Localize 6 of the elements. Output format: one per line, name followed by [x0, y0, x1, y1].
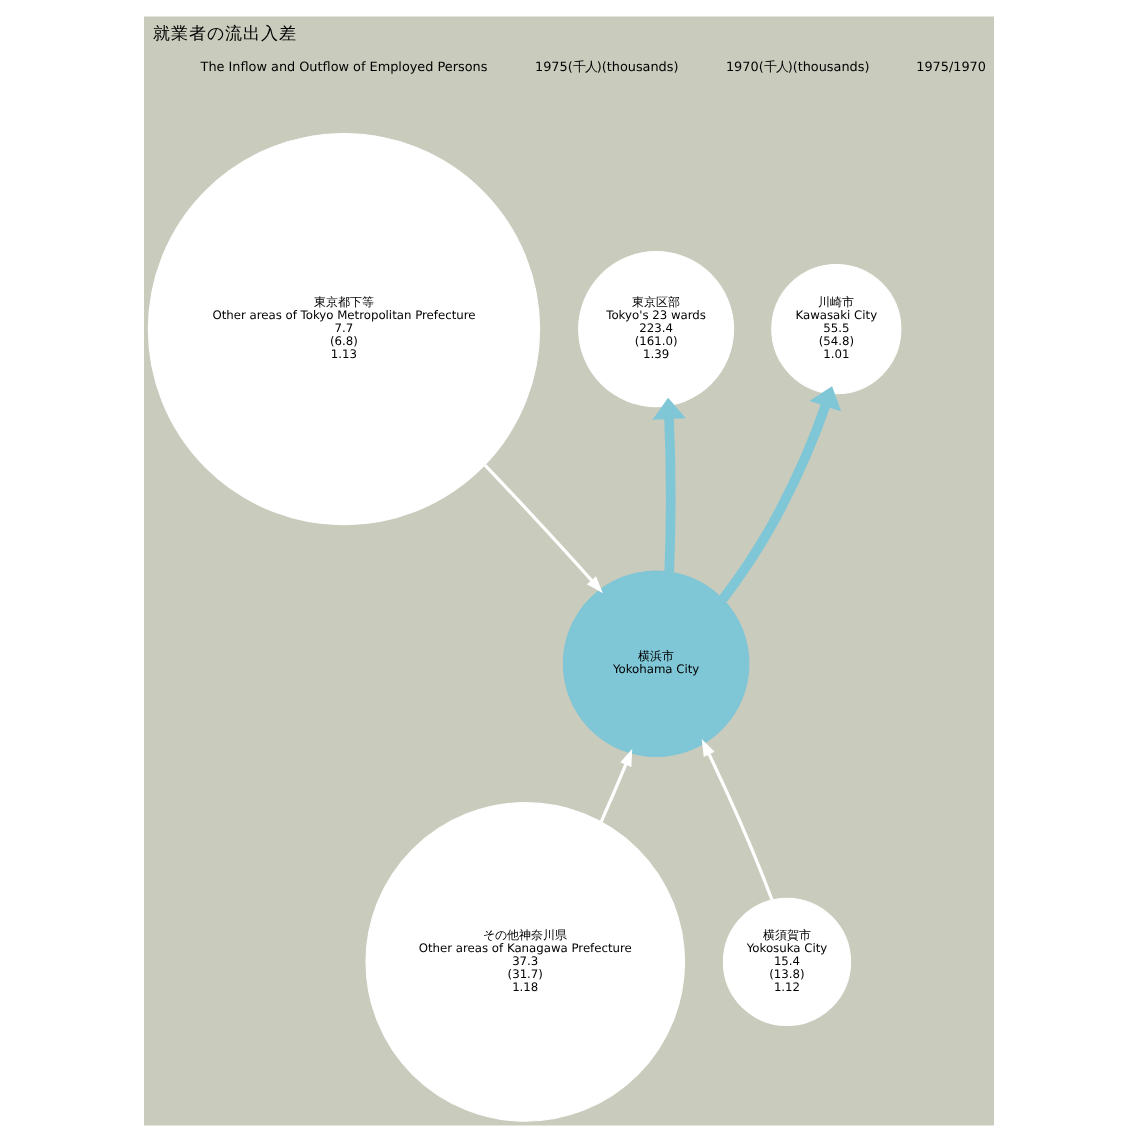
- arrow: [483, 464, 602, 594]
- arrow: [700, 738, 773, 901]
- arrow: [651, 397, 685, 572]
- diagram-title: 就業者の流出入差: [151, 24, 296, 45]
- arrow: [717, 386, 841, 603]
- arrow: [598, 748, 632, 823]
